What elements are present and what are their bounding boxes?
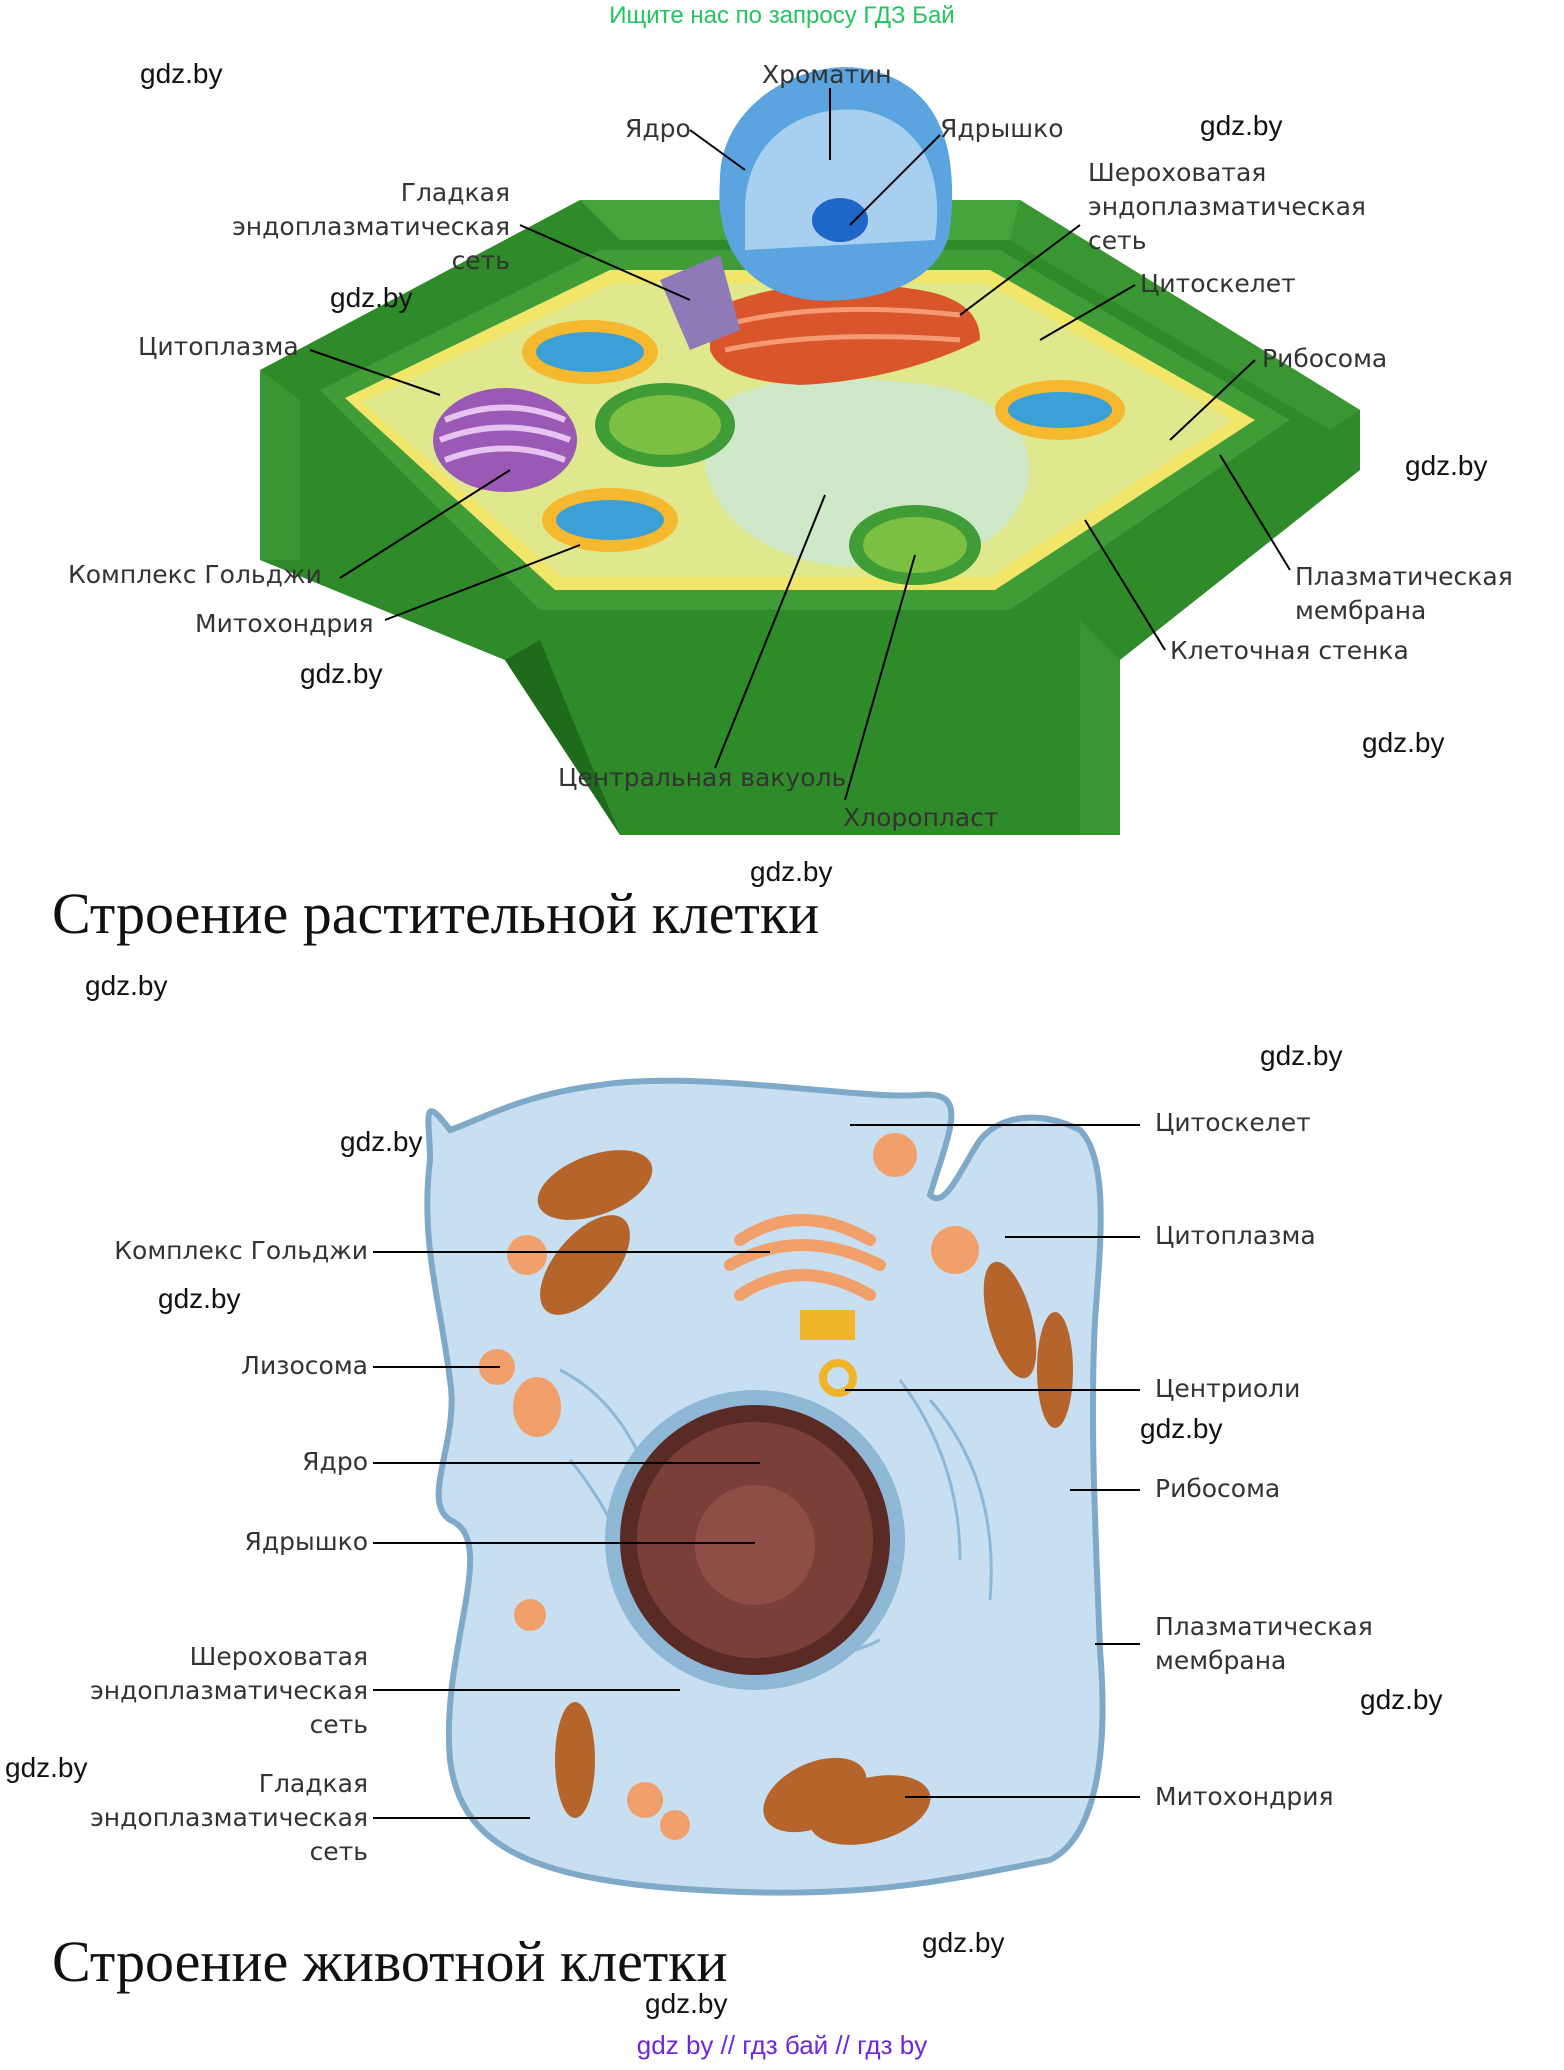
- label-cytoskeleton: Цитоскелет: [1140, 269, 1296, 298]
- label-line: Гладкая: [258, 1769, 368, 1798]
- golgi-animal: [724, 1214, 886, 1301]
- nucleolus: [695, 1485, 815, 1605]
- watermark: gdz.by: [158, 1283, 241, 1314]
- label-golgi-animal: Комплекс Гольджи: [114, 1236, 368, 1265]
- label-line: эндоплазматическая: [90, 1803, 368, 1832]
- watermark: gdz.by: [750, 856, 833, 887]
- animal-leader-lines: [373, 1124, 1140, 1819]
- watermark: gdz.by: [85, 970, 168, 1001]
- mitochondrion: [542, 488, 678, 552]
- smooth-er: [660, 255, 740, 350]
- label-nucleus: Ядро: [625, 114, 691, 143]
- nucleolus: [812, 198, 868, 242]
- watermark: gdz.by: [1405, 450, 1488, 481]
- nucleus: [719, 67, 953, 301]
- label-line: Плазматическая: [1295, 562, 1513, 591]
- label-line: сеть: [309, 1710, 368, 1739]
- label-smooth-er: Гладкая эндоплазматическая сеть: [150, 176, 510, 278]
- label-lysosome: Лизосома: [241, 1351, 368, 1380]
- watermark: gdz.by: [1260, 1040, 1343, 1071]
- mitochondrion: [522, 320, 658, 384]
- label-mitochondria-animal: Митохондрия: [1155, 1782, 1334, 1811]
- label-ribosome-animal: Рибосома: [1155, 1474, 1281, 1503]
- label-cytoskeleton-animal: Цитоскелет: [1155, 1108, 1311, 1137]
- plant-cell-title: Строение растительной клетки: [52, 881, 820, 946]
- centriole: [800, 1310, 855, 1340]
- label-line: Плазматическая: [1155, 1612, 1373, 1641]
- plant-leader-lines: [309, 88, 1291, 801]
- label-central-vacuole: Центральная вакуоль: [558, 763, 847, 792]
- label-plasma-membrane: Плазматическая мембрана: [1295, 560, 1513, 628]
- label-nucleolus: Ядрышко: [940, 114, 1064, 143]
- label-rough-er-animal: Шероховатая эндоплазматическая сеть: [40, 1640, 368, 1742]
- watermark: gdz.by: [5, 1752, 88, 1783]
- label-cytoplasm-animal: Цитоплазма: [1155, 1221, 1316, 1250]
- label-line: Шероховатая: [1088, 158, 1267, 187]
- label-chromatin: Хроматин: [762, 60, 892, 89]
- top-banner[interactable]: Ищите нас по запросу ГДЗ Бай: [609, 2, 955, 29]
- watermark: gdz.by: [330, 282, 413, 313]
- label-chloroplast: Хлоропласт: [843, 803, 999, 832]
- label-cell-wall: Клеточная стенка: [1170, 636, 1409, 665]
- lysosomes: [479, 1133, 979, 1840]
- watermark: gdz.by: [340, 1126, 423, 1157]
- label-line: сеть: [309, 1837, 368, 1866]
- label-line: сеть: [1088, 226, 1147, 255]
- chloroplast: [849, 505, 981, 585]
- rough-er: [710, 283, 980, 385]
- label-nucleus-animal: Ядро: [302, 1447, 368, 1476]
- label-line: эндоплазматическая: [90, 1676, 368, 1705]
- watermark: gdz.by: [1200, 110, 1283, 141]
- watermark: gdz.by: [645, 1988, 728, 2019]
- label-cytoplasm: Цитоплазма: [138, 332, 299, 361]
- animal-cell-title: Строение животной клетки: [52, 1929, 728, 1994]
- plant-cell-illustration: [260, 67, 1360, 835]
- label-plasma-membrane-animal: Плазматическая мембрана: [1155, 1610, 1373, 1678]
- golgi-apparatus: [433, 388, 577, 492]
- footer-links[interactable]: gdz by // гдз бай // гдз by: [636, 2030, 928, 2060]
- label-rough-er: Шероховатая эндоплазматическая сеть: [1088, 156, 1366, 258]
- label-nucleolus-animal: Ядрышко: [244, 1527, 368, 1556]
- chloroplast: [595, 383, 735, 467]
- watermark: gdz.by: [1360, 1684, 1443, 1715]
- label-centrioles: Центриоли: [1155, 1374, 1301, 1403]
- centriole: [819, 1359, 857, 1397]
- label-ribosome: Рибосома: [1262, 344, 1388, 373]
- label-mitochondria: Митохондрия: [195, 609, 374, 638]
- watermark: gdz.by: [300, 658, 383, 689]
- label-line: эндоплазматическая: [1088, 192, 1366, 221]
- watermark: gdz.by: [1362, 727, 1445, 758]
- animal-cell-illustration: [373, 1077, 1140, 1896]
- label-line: сеть: [451, 246, 510, 275]
- label-smooth-er-animal: Гладкая эндоплазматическая сеть: [40, 1767, 368, 1869]
- label-line: мембрана: [1295, 596, 1427, 625]
- label-line: Шероховатая: [189, 1642, 368, 1671]
- mitochondria-animal: [537, 1150, 1073, 1845]
- mitochondrion: [995, 380, 1125, 440]
- label-golgi: Комплекс Гольджи: [68, 560, 322, 589]
- label-line: эндоплазматическая: [232, 212, 510, 241]
- watermark: gdz.by: [922, 1927, 1005, 1958]
- label-line: мембрана: [1155, 1646, 1287, 1675]
- label-line: Гладкая: [400, 178, 510, 207]
- watermark: gdz.by: [1140, 1413, 1223, 1444]
- watermark: gdz.by: [140, 58, 223, 89]
